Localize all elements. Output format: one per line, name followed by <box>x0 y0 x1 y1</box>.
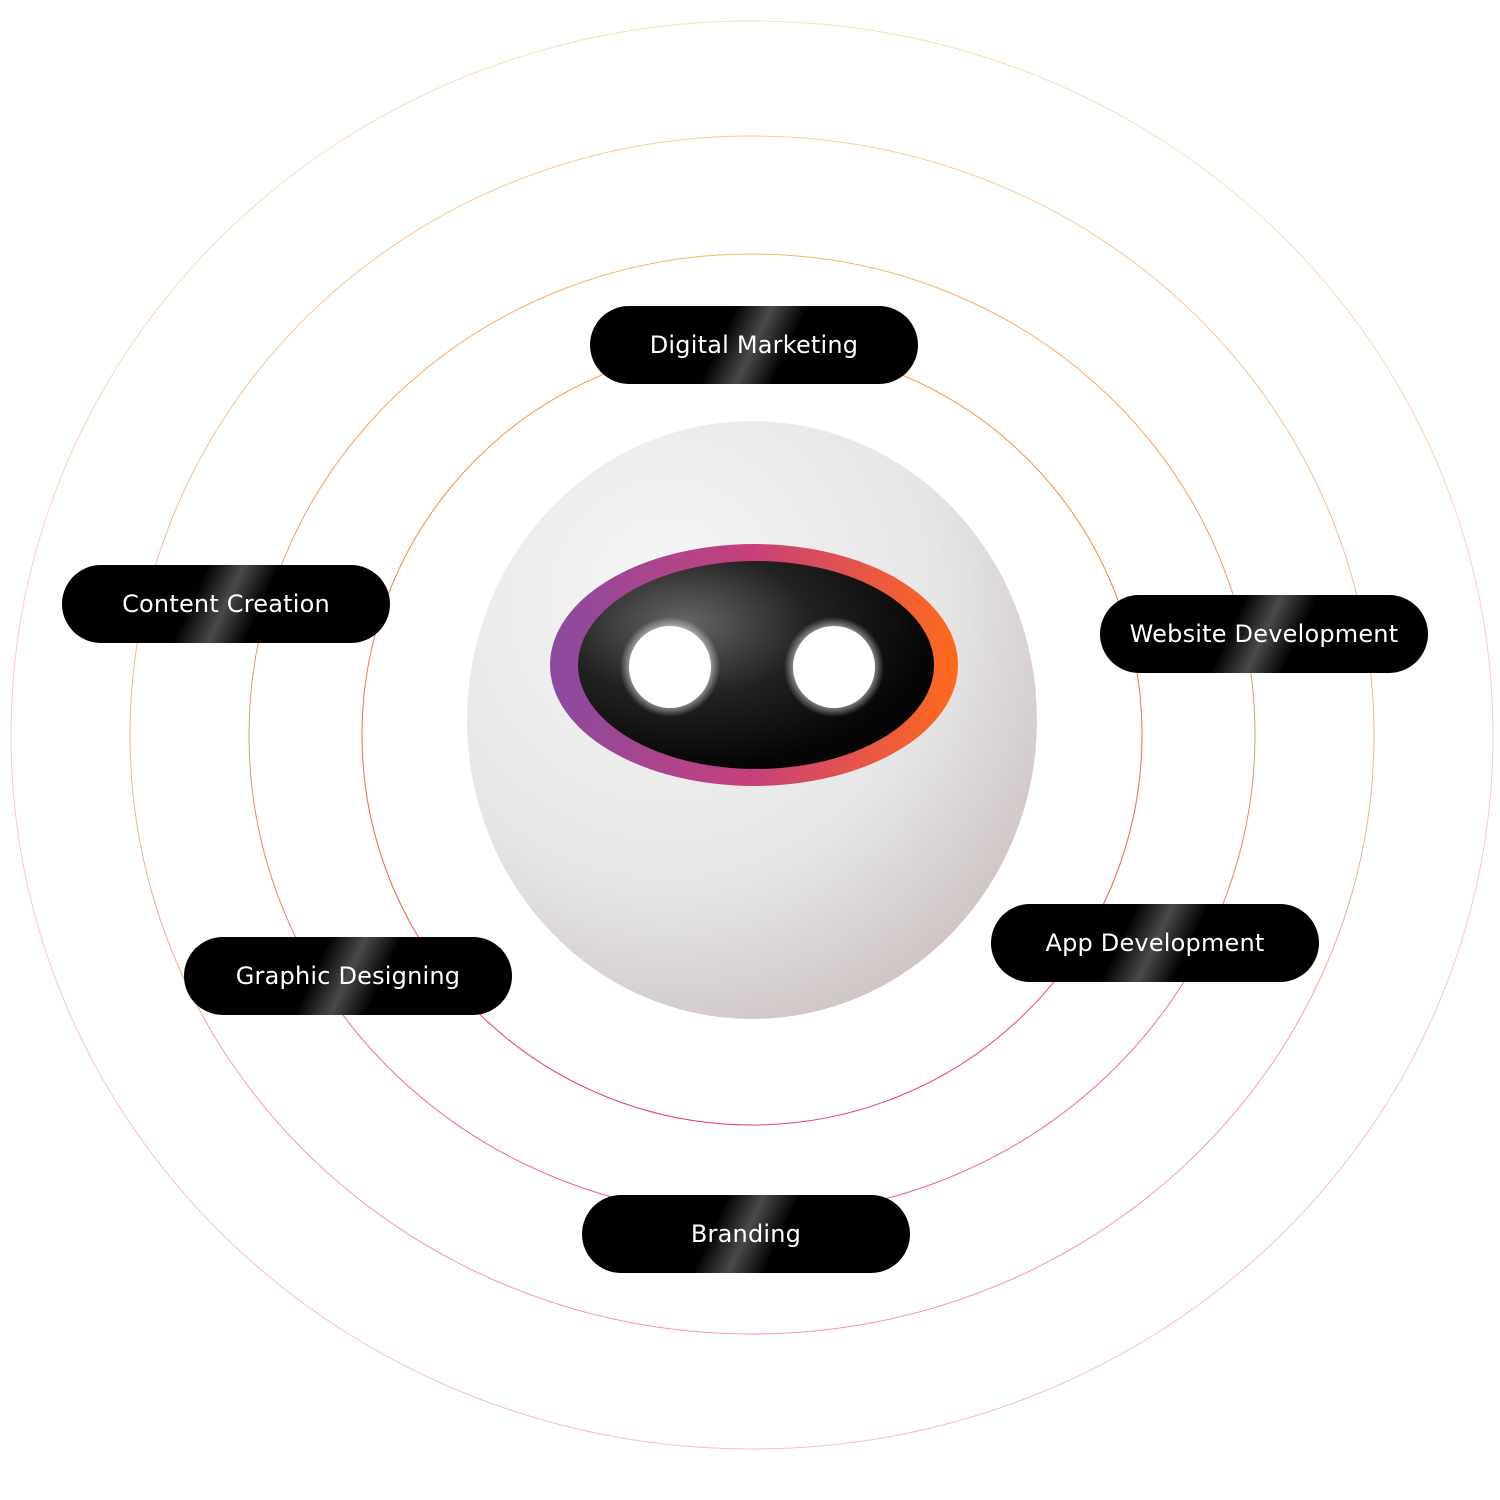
service-pill-digital-marketing[interactable]: Digital Marketing <box>590 306 918 384</box>
pill-label: Content Creation <box>122 590 330 618</box>
orbit-ring-3 <box>129 135 1375 1335</box>
pill-label: Graphic Designing <box>235 962 461 990</box>
service-pill-website-development[interactable]: Website Development <box>1100 595 1428 673</box>
pill-label: Digital Marketing <box>649 331 859 359</box>
service-pill-branding[interactable]: Branding <box>582 1195 910 1273</box>
robot-visor <box>578 561 934 769</box>
robot-mascot <box>467 421 1037 1019</box>
pill-label: Website Development <box>1129 620 1399 648</box>
pill-label: Branding <box>690 1220 802 1248</box>
orbit-ring-4 <box>10 20 1494 1450</box>
service-pill-graphic-designing[interactable]: Graphic Designing <box>184 937 512 1015</box>
pill-label: App Development <box>1045 929 1265 957</box>
service-pill-app-development[interactable]: App Development <box>991 904 1319 982</box>
service-pill-content-creation[interactable]: Content Creation <box>62 565 390 643</box>
